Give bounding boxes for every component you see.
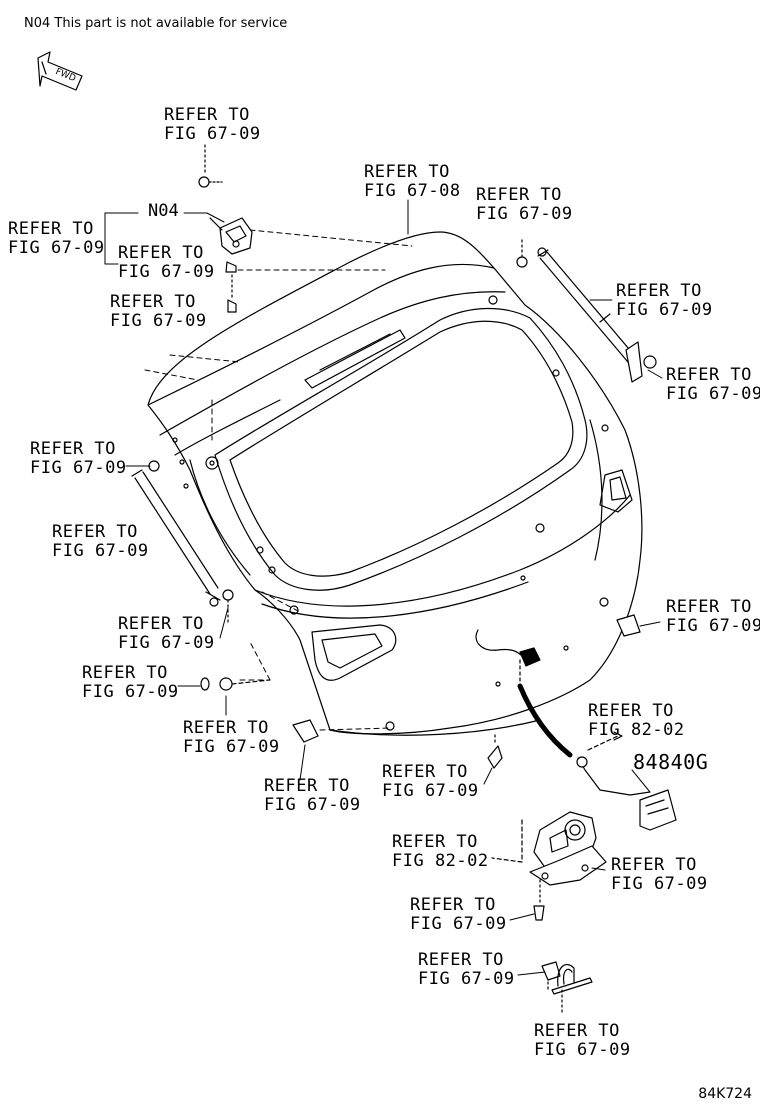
fwd-arrow-icon xyxy=(37,51,83,91)
bolt-top xyxy=(198,144,223,188)
service-note: N04 This part is not available for servi… xyxy=(24,16,288,31)
hinge xyxy=(209,217,253,255)
liftgate-outline xyxy=(147,231,643,735)
connector xyxy=(576,756,677,831)
gas-strut-right xyxy=(537,247,643,383)
part-code-n04: N04 xyxy=(148,201,179,221)
gas-strut-left xyxy=(131,469,221,607)
part-code-84840g: 84840G xyxy=(633,750,709,774)
striker xyxy=(541,961,593,995)
figure-id: 84K724 xyxy=(698,1086,752,1102)
latch-assembly xyxy=(529,811,607,886)
rear-window xyxy=(214,307,588,591)
wire-harness xyxy=(475,629,573,758)
